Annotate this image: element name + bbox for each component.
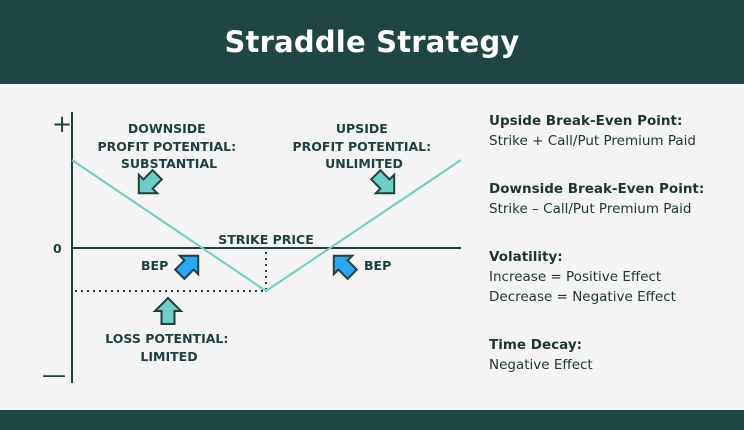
arrow-down-left-icon [128,164,168,204]
downside-label: DOWNSIDE PROFIT POTENTIAL: SUBSTANTIAL [98,121,241,171]
upside-label: UPSIDE PROFIT POTENTIAL: UNLIMITED [293,121,436,171]
time-decay-info: Time Decay: Negative Effect [489,337,593,373]
header: Straddle Strategy [0,0,744,84]
downside-bep-info: Downside Break-Even Point: Strike – Call… [489,181,705,217]
bep-left-label: BEP [141,258,168,273]
bep-right-label: BEP [364,258,391,273]
strike-price-label: STRIKE PRICE [218,232,314,247]
info-panel: Upside Break-Even Point: Strike + Call/P… [489,111,739,392]
volatility-info: Volatility: Increase = Positive Effect D… [489,249,676,305]
footer-bar [0,410,744,430]
payoff-diagram: + — 0 DOWNSIDE PROFIT POTENTIAL: SUBSTAN… [42,110,462,389]
loss-label: LOSS POTENTIAL: LIMITED [105,331,232,364]
bep-left-arrow-icon [169,245,209,285]
payoff-line [71,159,462,293]
page-title: Straddle Strategy [224,25,520,59]
axis-minus: — [42,361,66,389]
arrow-up-icon [154,297,182,325]
axis-plus: + [52,110,72,138]
upside-bep-info: Upside Break-Even Point: Strike + Call/P… [489,113,696,149]
arrow-down-right-icon [365,164,405,204]
axis-zero: 0 [53,241,62,256]
bep-right-arrow-icon [323,245,363,285]
